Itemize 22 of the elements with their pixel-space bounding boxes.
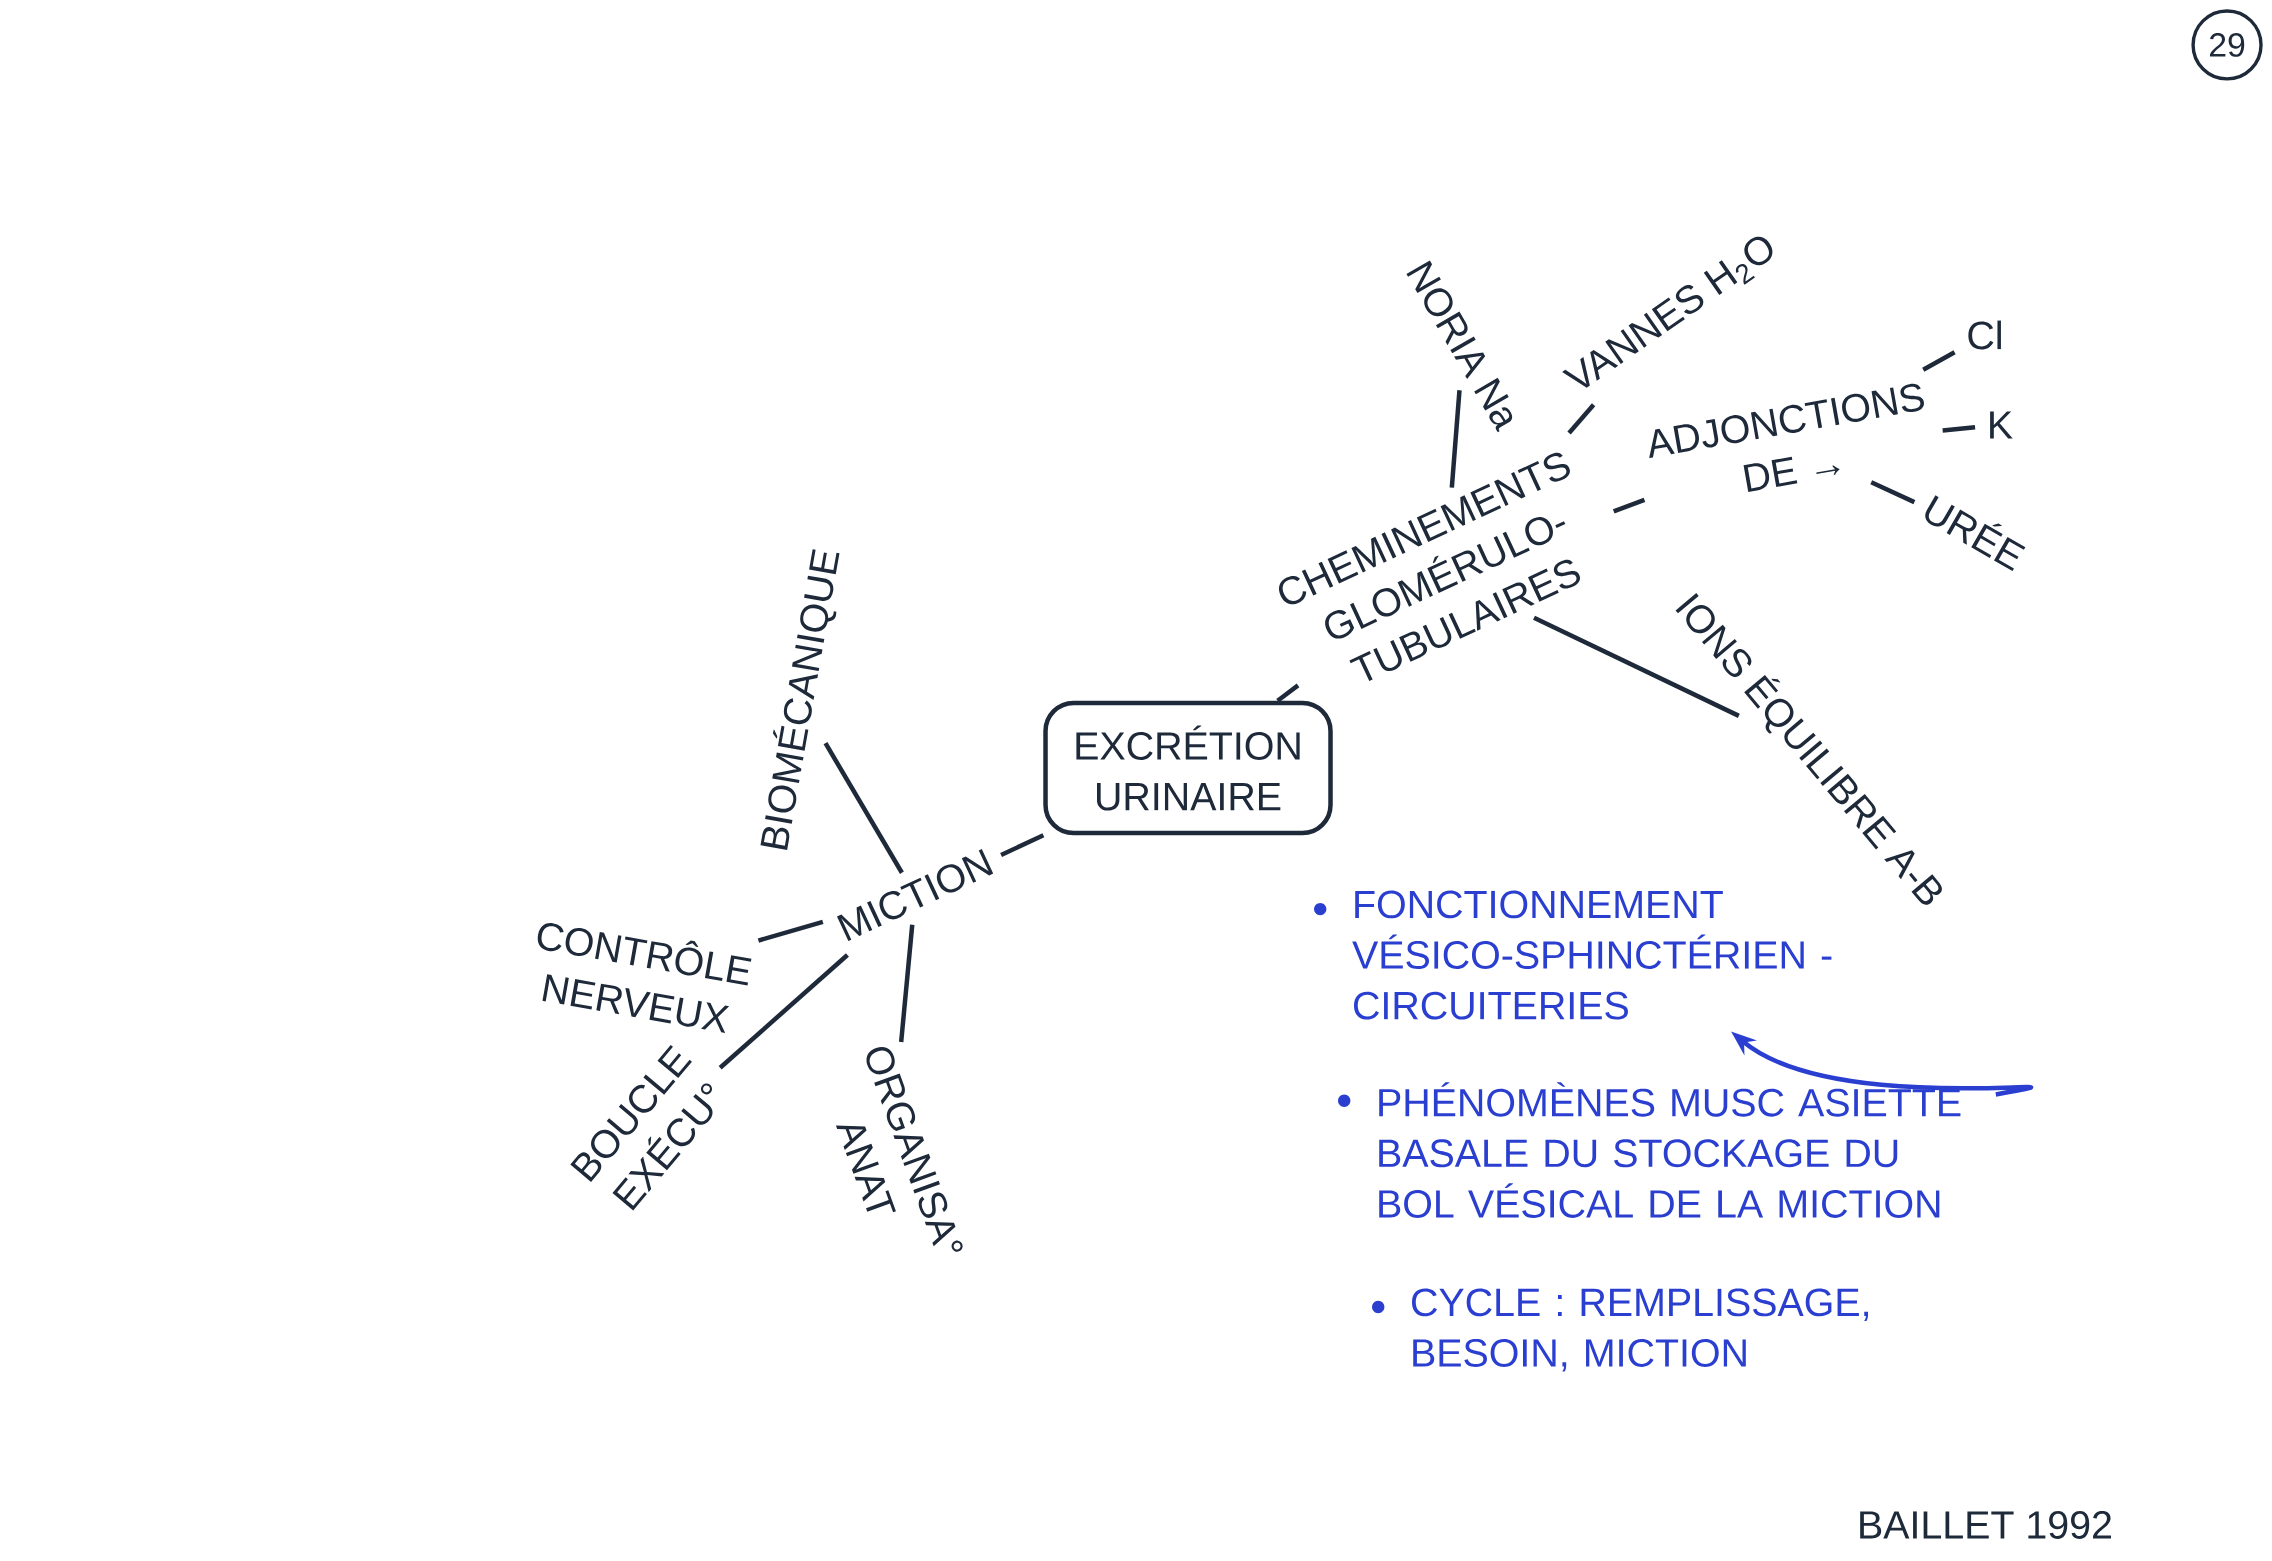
branch-line xyxy=(1870,480,1916,505)
branch-label: Cl xyxy=(1968,320,2001,350)
branch-line xyxy=(1922,350,1956,372)
branch-line xyxy=(1449,390,1462,488)
note-text: FONCTIONNEMENT VÉSICO-SPHINCTÉRIEN - CIRCUITERIES xyxy=(1352,890,1832,1020)
branch-line xyxy=(823,742,904,874)
branch-label: K xyxy=(1990,411,2013,439)
branch-label: CONTRÔLE NERVEUX xyxy=(537,923,752,1033)
topic-box: EXCRÉTION URINAIRE xyxy=(1043,700,1333,836)
branch-line xyxy=(718,953,849,1070)
page-number: 29 xyxy=(2191,9,2263,81)
branch-line xyxy=(1567,403,1596,435)
branch-line xyxy=(1612,497,1646,514)
branch-line xyxy=(898,924,915,1043)
branch-line xyxy=(1276,683,1300,703)
note-text: PHÉNOMÈNES MUSC ASIETTE BASALE DU STOCKAGE DU BOL VÉSICAL DE LA MICTION xyxy=(1379,1082,1961,1218)
branch-line xyxy=(1942,425,1976,433)
signature: BAILLET 1992 xyxy=(1860,1511,2111,1539)
note-text: CYCLE : REMPLISSAGE, BESOIN, MICTION xyxy=(1412,1288,1868,1372)
branch-line xyxy=(1000,833,1045,858)
branch-line xyxy=(1533,615,1740,718)
branch-line xyxy=(757,919,824,943)
